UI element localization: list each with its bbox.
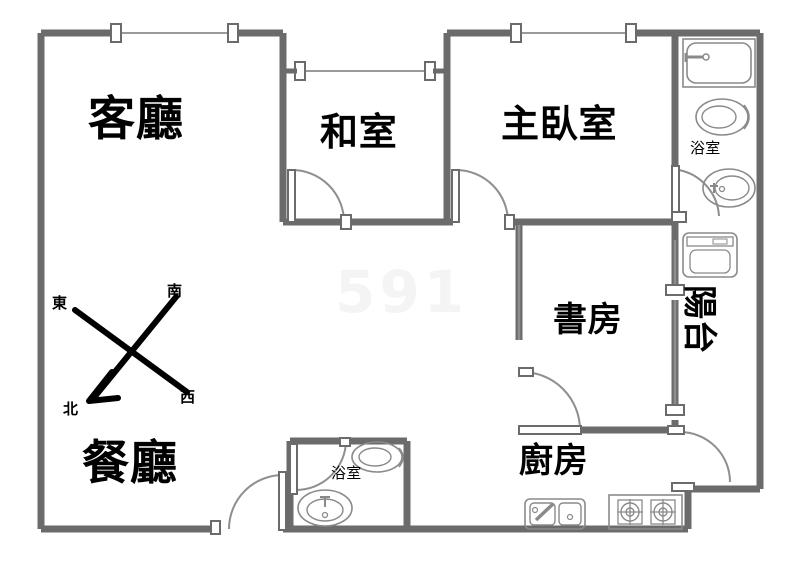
bathtub-fixture	[682, 38, 756, 88]
watermark: 591	[335, 258, 469, 326]
room-label-master-bedroom: 主臥室	[501, 102, 618, 146]
door-master	[451, 169, 515, 230]
toilet-master-fixture	[695, 98, 750, 136]
gas-stove-fixture	[608, 494, 683, 530]
room-label-study: 書房	[553, 300, 623, 340]
door-bath2	[289, 437, 351, 495]
door-balcony	[667, 425, 731, 492]
thin-partitions	[517, 225, 677, 405]
toilet-guest-fixture	[351, 441, 404, 473]
door-study	[518, 367, 582, 435]
doors	[210, 165, 731, 535]
compass-label-east: 東	[52, 294, 68, 312]
compass-label-north: 北	[63, 400, 79, 418]
room-label-kitchen: 廚房	[519, 441, 589, 481]
sink-master-fixture	[702, 168, 756, 208]
fixtures	[297, 38, 756, 530]
door-tatami	[287, 169, 352, 230]
sink-guest-fixture	[297, 489, 353, 527]
room-label-guest-bathroom: 浴室	[331, 464, 362, 482]
window-master-top	[510, 23, 637, 43]
compass-rose	[72, 294, 190, 404]
window-living-top	[110, 23, 239, 43]
window-balcony-side	[665, 284, 685, 416]
compass-label-south: 南	[167, 282, 183, 300]
north-arrow-icon	[86, 369, 121, 404]
washing-machine-fixture	[682, 232, 738, 278]
burner-right	[650, 499, 676, 525]
kitchen-sink-fixture	[524, 498, 586, 530]
room-label-balcony: 陽台	[679, 285, 719, 355]
window-tatami-top	[283, 61, 447, 81]
room-label-tatami: 和室	[320, 110, 398, 154]
door-entry	[210, 471, 287, 535]
room-label-master-bathroom: 浴室	[690, 139, 721, 157]
windows	[110, 23, 685, 416]
compass-label-west: 西	[180, 388, 196, 406]
room-label-living: 客廳	[88, 92, 184, 147]
burner-left	[617, 499, 643, 525]
door-bath1	[671, 165, 720, 223]
room-label-dining: 餐廳	[82, 436, 178, 491]
